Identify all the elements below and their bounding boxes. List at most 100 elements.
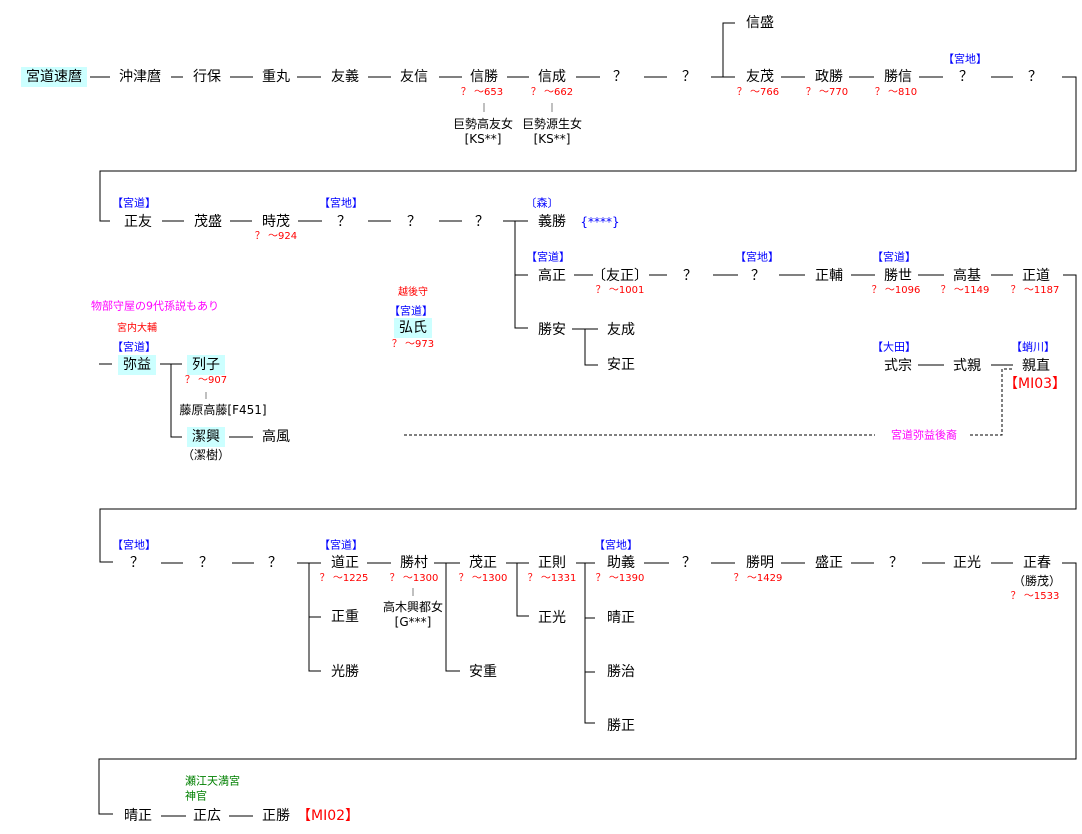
spouse-name: 高木興都女 (382, 600, 444, 614)
person-name: 正光 (953, 555, 981, 571)
person-name: 沖津麿 (119, 69, 161, 85)
person-name: 式宗 (884, 358, 912, 374)
house-label: 【宮地】 (319, 196, 363, 210)
person-name: 正広 (193, 808, 221, 824)
house-label: 【宮道】 (112, 196, 156, 210)
person-unknown: ？ (199, 555, 213, 571)
person-name: 式親 (953, 358, 981, 374)
person-unknown: ？ (1028, 69, 1042, 85)
person-years: ？ ～907 (184, 375, 228, 386)
person-unknown: ？ (268, 555, 282, 571)
spouse-ref: [KS**] (464, 132, 502, 146)
person-years: ？ ～1429 (733, 573, 783, 584)
person-name: 政勝 (815, 69, 843, 85)
lineage-note: 物部守屋の9代孫説もあり (91, 299, 219, 313)
house-label: 〔森〕 (525, 196, 559, 210)
person-name: 正友 (124, 214, 152, 230)
person-name: 助義 (607, 555, 635, 571)
person-years: ？ ～1390 (595, 573, 645, 584)
person-years: ？ ～770 (805, 87, 849, 98)
person-name: 正重 (331, 609, 359, 625)
person-years: ？ ～1331 (527, 573, 577, 584)
person-yamasu: 弥益 (118, 355, 156, 375)
person-name: 信勝 (470, 69, 498, 85)
shrine-title: 瀬江天満宮 (185, 774, 240, 788)
person-years: ？ ～766 (736, 87, 780, 98)
person-name: 勝世 (884, 268, 912, 284)
person-name: 高正 (538, 268, 566, 284)
person-name: 晴正 (607, 610, 635, 626)
person-years: ？ ～653 (460, 87, 504, 98)
person-name: 晴正 (124, 808, 152, 824)
person-name: 信盛 (746, 15, 774, 31)
person-unknown: ？ (682, 555, 696, 571)
spouse-name: 巨勢高友女 (452, 117, 514, 131)
person-years: ？ ～1300 (389, 573, 439, 584)
house-label: 【宮地】 (735, 250, 779, 264)
person-kiyooki: 潔興 (187, 427, 225, 447)
person-years: ？ ～1149 (940, 285, 990, 296)
person-unknown: ？ (889, 555, 903, 571)
person-years: ？ ～1096 (871, 285, 921, 296)
person-name: 正道 (1022, 268, 1050, 284)
house-label: 【宮地】 (594, 538, 638, 552)
person-name: 勝明 (746, 555, 774, 571)
person-years: ？ ～924 (254, 231, 298, 242)
person-name: 行保 (193, 69, 221, 85)
person-name: 茂盛 (194, 214, 222, 230)
person-miyamichi-hayamaro: 宮道速麿 (21, 67, 87, 87)
person-name: 正春 (1023, 555, 1051, 571)
person-name: 茂正 (469, 555, 497, 571)
person-name: 盛正 (815, 555, 843, 571)
house-label: 【宮地】 (943, 52, 987, 66)
house-label: 【宮地】 (112, 538, 156, 552)
person-name: 正光 (538, 610, 566, 626)
person-years: ？ ～662 (530, 87, 574, 98)
person-unknown: ？ (751, 268, 765, 284)
person-name: 友成 (607, 322, 635, 338)
person-name: 正則 (538, 555, 566, 571)
house-label: 【宮道】 (319, 538, 363, 552)
ref-link-mi03[interactable]: 【MI03】 (1003, 376, 1067, 392)
alt-name: （潔樹） (181, 448, 231, 462)
house-label: 【宮道】 (872, 250, 916, 264)
spouse-ticks (205, 103, 553, 596)
person-name: 重丸 (262, 69, 290, 85)
person-name: 光勝 (331, 664, 359, 680)
person-name: 道正 (331, 555, 359, 571)
person-unknown: ？ (475, 214, 489, 230)
person-years: ？ ～973 (391, 339, 435, 350)
person-name: 勝安 (538, 322, 566, 338)
person-name: 正勝 (262, 808, 290, 824)
person-name: 高風 (262, 429, 290, 445)
house-label: 【大田】 (872, 340, 916, 354)
person-name: 安正 (607, 357, 635, 373)
person-name: 正輔 (815, 268, 843, 284)
spouse-ref: [KS**] (533, 132, 571, 146)
person-name: 友信 (400, 69, 428, 85)
shrine-role: 神官 (185, 789, 207, 803)
person-years: ？ ～1001 (595, 285, 645, 296)
person-name: 親直 (1022, 358, 1050, 374)
person-name: 友茂 (746, 69, 774, 85)
person-name: 安重 (469, 664, 497, 680)
person-years: ？ ～1300 (458, 573, 508, 584)
person-name: 勝村 (400, 555, 428, 571)
person-name: 〔友正〕 (592, 268, 648, 284)
person-unknown: ？ (683, 268, 697, 284)
person-name: 義勝 (538, 214, 566, 230)
house-label: 【蛸川】 (1011, 340, 1055, 354)
person-name: 高基 (953, 268, 981, 284)
ref-link-mi02[interactable]: 【MI02】 (296, 808, 360, 824)
person-name: 友義 (331, 69, 359, 85)
person-name: 信成 (538, 69, 566, 85)
person-unknown: ？ (407, 214, 421, 230)
person-unknown: ？ (337, 214, 351, 230)
person-years: ？ ～1225 (319, 573, 369, 584)
person-years: ？ ～1187 (1010, 285, 1060, 296)
person-years: ？ ～810 (874, 87, 918, 98)
house-label: 【宮道】 (112, 340, 156, 354)
ref-code: {****} (580, 215, 620, 229)
official-title: 越後守 (398, 287, 428, 298)
